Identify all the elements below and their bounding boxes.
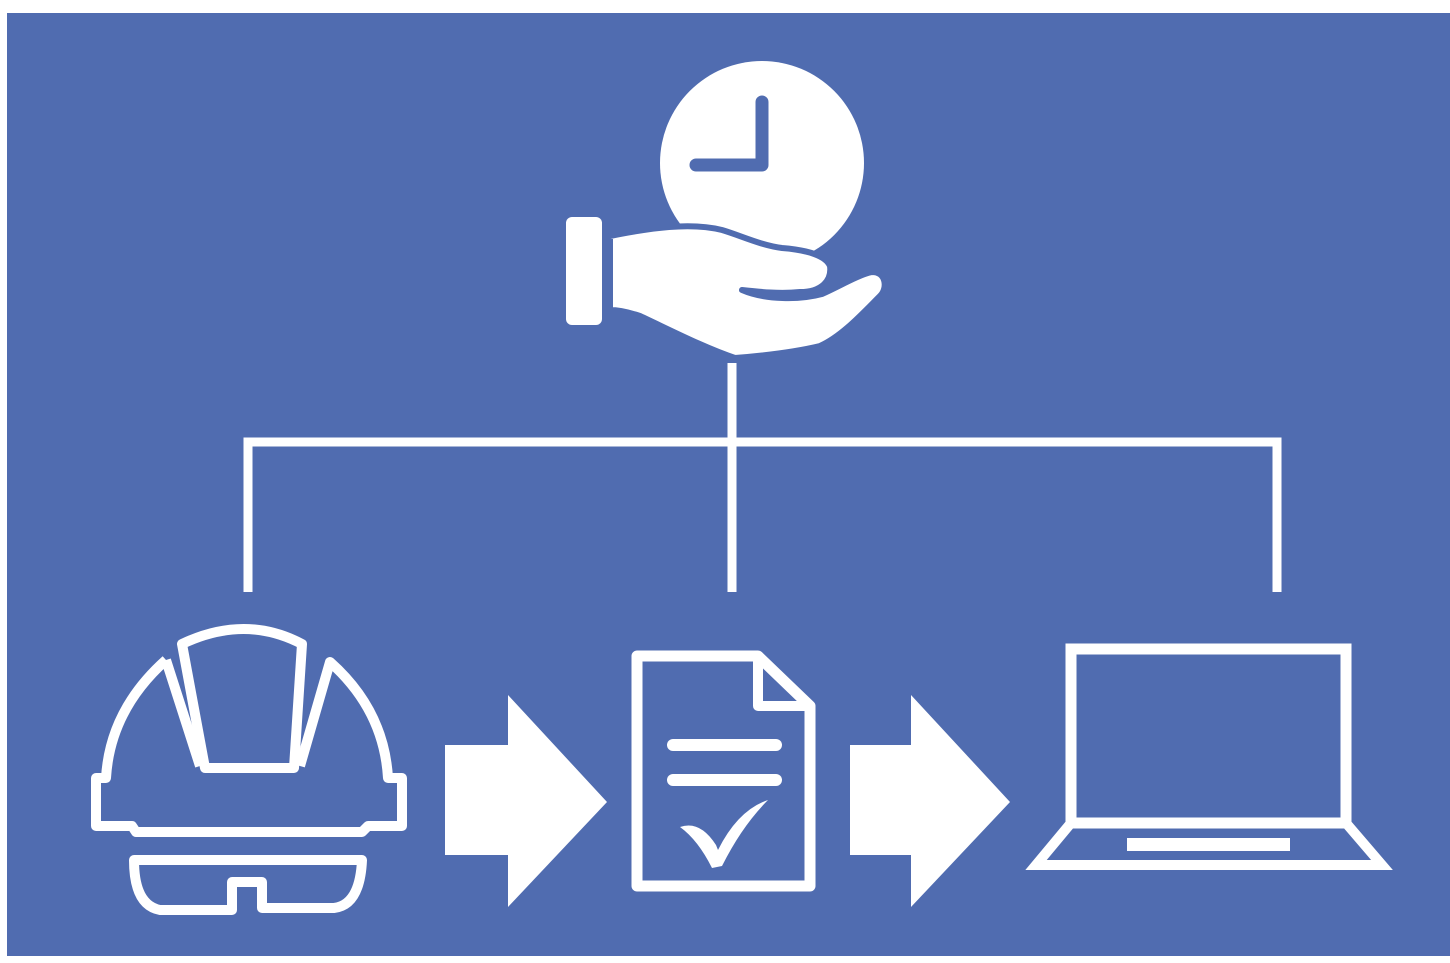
hard-hat-crest — [177, 624, 307, 773]
clock-hands — [689, 95, 769, 172]
hierarchy-connectors — [243, 363, 1282, 592]
hand-shape — [607, 223, 888, 361]
hard-hat-with-safety-glasses-icon — [91, 624, 407, 915]
hand-holding-clock-icon — [566, 61, 888, 361]
hand-cuff — [566, 217, 602, 325]
safety-glasses — [129, 855, 367, 915]
right-arrow-icon — [445, 695, 607, 907]
laptop-base — [1025, 819, 1393, 870]
document-outline — [631, 650, 816, 892]
laptop-screen — [1065, 643, 1352, 829]
check-mark-icon — [680, 800, 768, 868]
laptop-trackpad — [1127, 838, 1290, 851]
document-fold — [753, 656, 810, 711]
laptop-icon — [1025, 643, 1393, 870]
approved-document-icon — [631, 650, 816, 892]
hard-hat-shell — [91, 656, 407, 837]
branch-line — [243, 437, 1282, 592]
right-arrow-icon — [850, 695, 1010, 907]
